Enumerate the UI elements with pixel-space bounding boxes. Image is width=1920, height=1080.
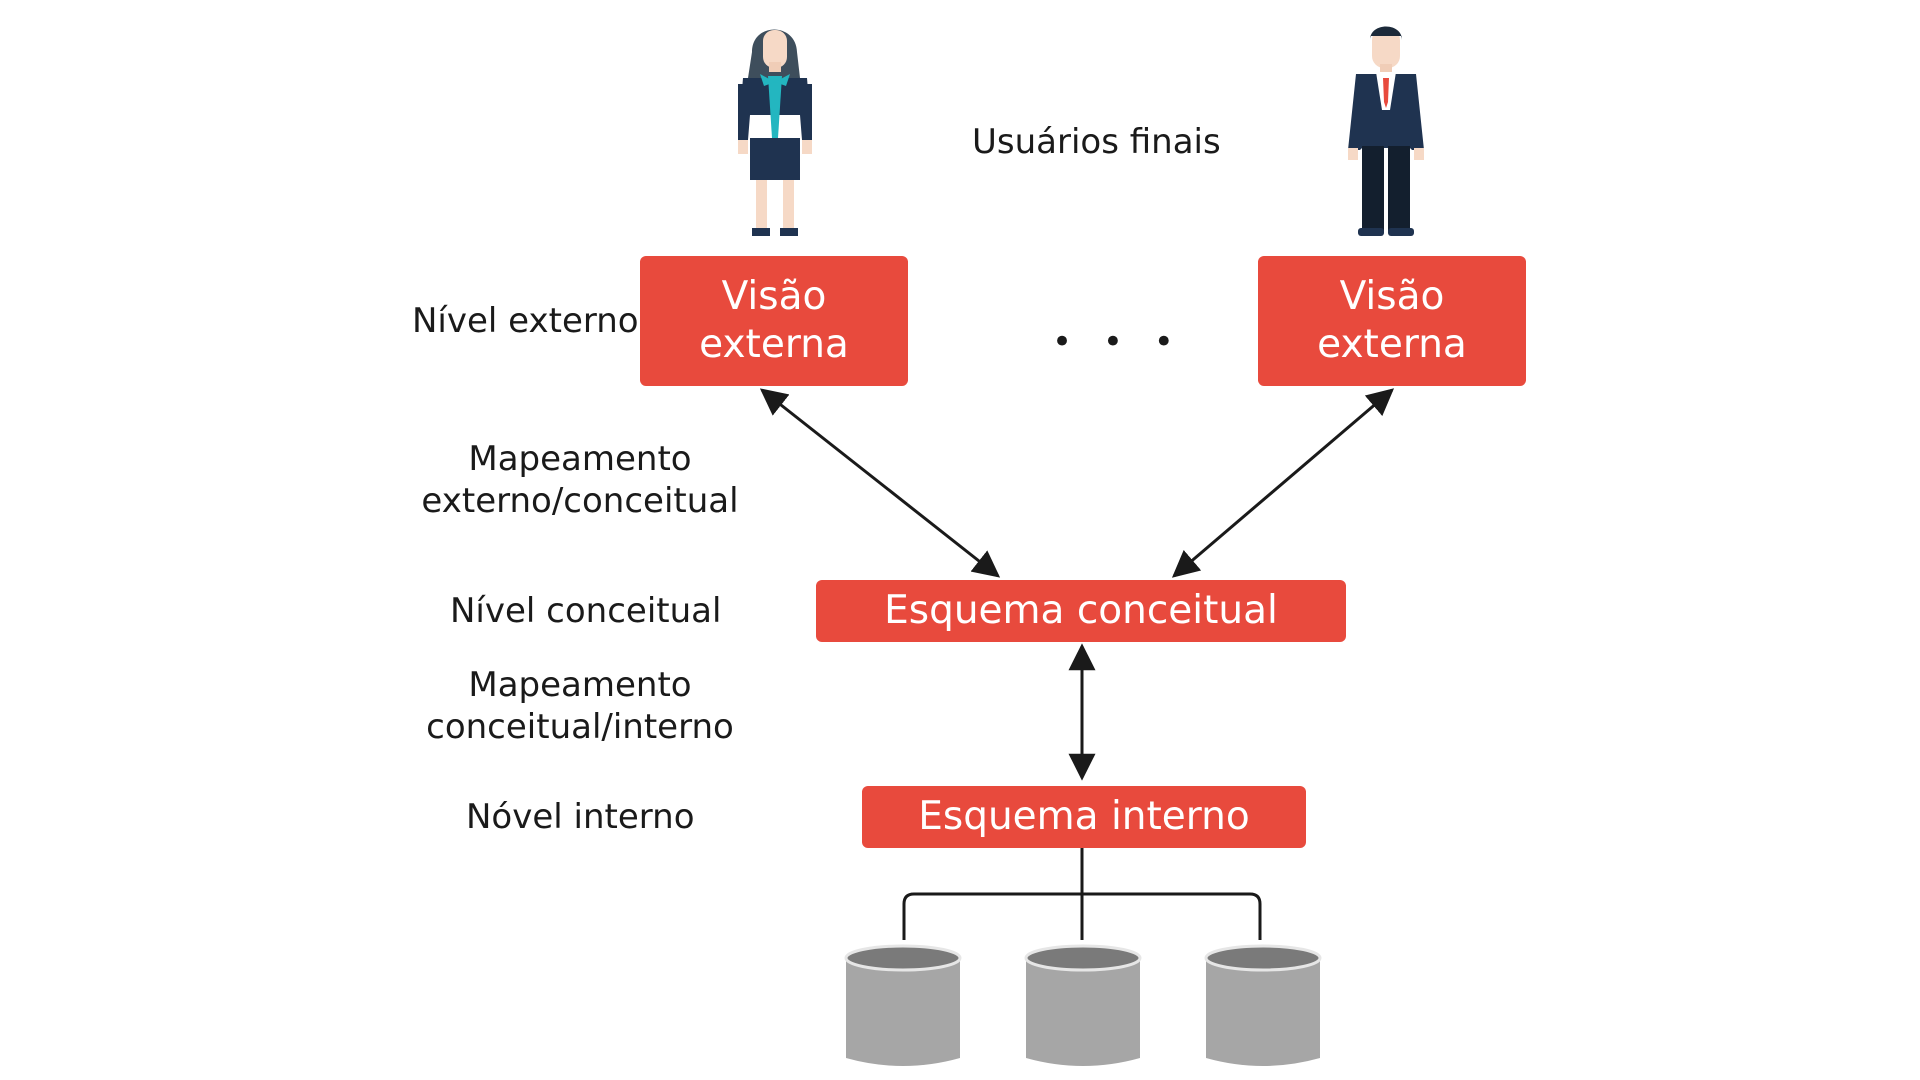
external-view-box-left: Visão externa <box>640 256 908 386</box>
external-view-box-right: Visão externa <box>1258 256 1526 386</box>
external-view-left-line1: Visão <box>721 274 827 319</box>
end-users-label: Usuários finais <box>972 122 1221 162</box>
database-connector <box>902 848 1262 940</box>
external-level-label: Nível externo <box>412 301 639 341</box>
external-view-right-line2: externa <box>1317 322 1467 367</box>
database-icon <box>1204 944 1322 1066</box>
mapping-conceptual-internal-line2: conceitual/interno <box>426 707 734 747</box>
database-icon <box>1024 944 1142 1066</box>
mapping-external-conceptual-label: Mapeamento externo/conceitual <box>420 438 740 522</box>
ellipsis-more-views: • • • <box>1052 322 1184 362</box>
conceptual-schema-box: Esquema conceitual <box>816 580 1346 642</box>
mapping-conceptual-internal-label: Mapeamento conceitual/interno <box>420 664 740 748</box>
arrow-left-view-to-conceptual <box>759 388 1001 578</box>
external-view-right-line1: Visão <box>1339 274 1445 319</box>
woman-user-icon <box>738 29 812 236</box>
external-view-left-line2: externa <box>699 322 849 367</box>
database-icon <box>844 944 962 1066</box>
mapping-external-conceptual-line1: Mapeamento <box>468 439 692 479</box>
man-user-icon <box>1348 26 1424 236</box>
internal-schema-box: Esquema interno <box>862 786 1306 848</box>
mapping-conceptual-internal-line1: Mapeamento <box>468 665 692 705</box>
internal-level-label: Nóvel interno <box>466 797 695 837</box>
conceptual-level-label: Nível conceitual <box>450 591 722 631</box>
mapping-external-conceptual-line2: externo/conceitual <box>421 481 739 521</box>
arrow-right-view-to-conceptual <box>1171 388 1395 578</box>
